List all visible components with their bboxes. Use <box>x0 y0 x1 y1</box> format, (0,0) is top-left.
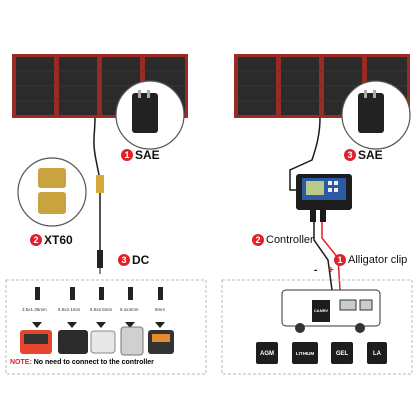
dc-size-4: 6.4x4mm <box>120 307 139 312</box>
rv-vehicle <box>281 289 381 333</box>
charge-controller <box>296 174 352 210</box>
controller-out-neg <box>313 210 333 291</box>
left-cable <box>93 117 101 250</box>
dc-size-2: 5.5x2.1mm <box>58 307 81 312</box>
clip-pos <box>320 210 326 222</box>
note-line: NOTE: No need to connect to the controll… <box>10 359 154 366</box>
battery-lithium: LITHIUM <box>295 351 315 356</box>
polarity-plus: + <box>328 265 334 276</box>
device-arrows <box>32 322 165 328</box>
label-text: XT60 <box>44 233 73 247</box>
xt60-top <box>38 168 66 188</box>
dc-plug <box>97 250 103 268</box>
label-text: DC <box>132 253 150 267</box>
left-sae-connector <box>132 93 158 133</box>
battery-la: LA <box>373 351 381 357</box>
label-text: Controller <box>266 234 314 247</box>
left-dashed-box <box>5 279 207 375</box>
battery-agm: AGM <box>260 351 274 357</box>
note-text: No need to connect to the controller <box>33 359 154 366</box>
num-badge: 3 <box>344 149 356 161</box>
polarity-minus: - <box>314 265 318 276</box>
note-prefix: NOTE: <box>10 359 32 366</box>
num-badge: 2 <box>30 234 42 246</box>
right-sae-connector <box>358 93 384 133</box>
devices <box>20 326 174 356</box>
right-cable <box>289 117 321 191</box>
xt60-bottom <box>38 192 66 214</box>
battery-gel: GEL <box>335 351 349 357</box>
num-badge: 3 <box>118 254 130 266</box>
dc-tips <box>35 287 163 300</box>
dc-size-1: 3.5x1.35mm <box>22 307 47 312</box>
controller-out-pos <box>321 210 341 291</box>
right-dashed-box <box>221 279 413 375</box>
label-text: Alligator clip <box>348 254 408 267</box>
dc-size-5: 8mm <box>155 307 165 312</box>
left-xt60-inline <box>96 175 104 193</box>
num-badge: 1 <box>121 149 133 161</box>
clip-neg <box>310 210 316 222</box>
dc-size-3: 5.5x2.5mm <box>90 307 113 312</box>
label-text: SAE <box>135 148 160 162</box>
rv-battery-label: CANRV <box>313 308 329 313</box>
num-badge: 2 <box>252 234 264 247</box>
label-text: SAE <box>358 148 383 162</box>
battery-icons <box>256 342 387 364</box>
num-badge: 1 <box>334 254 346 267</box>
